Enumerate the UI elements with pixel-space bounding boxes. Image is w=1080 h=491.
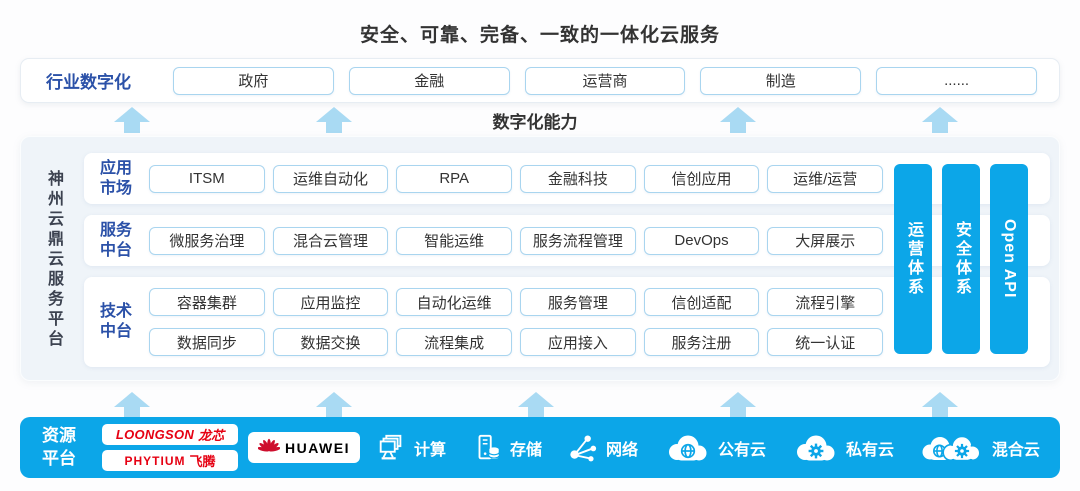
tech-platform-item: 服务注册 [643,328,760,356]
service-platform-item: 微服务治理 [149,226,265,255]
platform-panel: 神州云鼎云服务平台 应用市场 ITSM 运维自动化 RPA 金融科技 信创应用 … [20,136,1060,381]
tech-platform-item: 数据交换 [272,328,389,356]
tech-platform-item: 自动化运维 [396,288,513,316]
huawei-flower-icon [258,438,280,452]
huawei-wordmark: HUAWEI [285,439,350,456]
capability-label: 数字化能力 [492,113,578,132]
tech-platform-item: 统一认证 [767,328,884,356]
huawei-logo: HUAWEI [248,432,360,463]
hybrid-cloud-icon [922,435,981,461]
tech-platform-label: 技术中台 [99,303,132,340]
up-arrow-icon [922,392,958,418]
industry-label: 行业数字化 [46,73,131,92]
industry-item-finance: 金融 [348,66,510,95]
resource-item-label: 存储 [509,441,542,459]
service-platform-row: 服务中台 微服务治理 混合云管理 智能运维 服务流程管理 DevOps 大屏展示 [84,215,1050,266]
resource-item-private-cloud: 私有云 [792,432,894,464]
storage-icon [478,434,500,459]
private-cloud-icon [796,435,835,460]
industry-item-more: ...... [876,66,1037,95]
app-market-item: RPA [396,164,513,193]
tech-platform-item: 应用监控 [272,288,389,316]
pillar-open-api: Open API [990,164,1028,354]
app-market-row: 应用市场 ITSM 运维自动化 RPA 金融科技 信创应用 运维/运营 [84,153,1050,204]
industry-item-government: 政府 [173,66,334,95]
compute-icon [379,434,402,459]
phytium-cn: 飞腾 [189,454,216,469]
resource-label: 资源平台 [42,425,76,468]
pillar-security-system: 安全体系 [942,164,980,354]
service-platform-item: 智能运维 [396,226,513,255]
tech-platform-item: 服务管理 [520,288,636,316]
phytium-logo: PHYTIUM 飞腾 [102,450,238,471]
up-arrow-icon [720,392,756,418]
tech-platform-item: 容器集群 [149,288,265,316]
resource-item-hybrid-cloud: 混合云 [920,432,1040,464]
industry-item-operator: 运营商 [524,66,686,95]
service-platform-item: DevOps [643,226,760,255]
app-market-item: 金融科技 [520,164,636,193]
industry-item-manufacturing: 制造 [700,66,862,95]
resource-item-label: 公有云 [717,441,766,459]
resource-item-label: 计算 [414,441,447,459]
service-platform-label: 服务中台 [99,221,132,259]
tech-platform-item: 信创适配 [643,288,760,316]
up-arrow-icon [518,392,554,418]
app-market-item: 运维/运营 [767,164,884,193]
industry-strip: 行业数字化 政府 金融 运营商 制造 ...... [20,58,1060,103]
up-arrow-icon [720,107,756,133]
service-platform-item: 混合云管理 [272,226,389,255]
tech-platform-row: 技术中台 容器集群 应用监控 自动化运维 服务管理 信创适配 流程引擎 数据同步… [84,277,1050,367]
resource-item-network: 网络 [568,433,638,463]
up-arrow-icon [316,107,352,133]
tech-platform-item: 数据同步 [149,328,265,356]
resource-item-public-cloud: 公有云 [664,432,766,464]
loongson-wordmark: LOONGSON [115,427,195,442]
network-icon [570,434,597,461]
service-platform-item: 服务流程管理 [520,226,636,255]
app-market-label: 应用市场 [99,159,132,197]
pillar-operations-system: 运营体系 [894,164,932,354]
resource-item-compute: 计算 [376,433,446,463]
app-market-item: ITSM [149,164,265,193]
public-cloud-icon [668,435,707,460]
up-arrow-icon [114,107,150,133]
resource-item-label: 混合云 [991,441,1040,459]
up-arrow-icon [316,392,352,418]
app-market-item: 运维自动化 [272,164,389,193]
app-market-item: 信创应用 [643,164,760,193]
loongson-cn: 龙芯 [198,428,225,443]
phytium-wordmark: PHYTIUM [124,453,186,468]
tech-platform-item: 流程集成 [396,328,513,356]
tech-platform-item: 应用接入 [520,328,636,356]
up-arrow-icon [922,107,958,133]
tech-platform-item: 流程引擎 [767,288,884,316]
resource-item-label: 网络 [605,441,638,459]
cpu-vendors: LOONGSON 龙芯 PHYTIUM 飞腾 [102,424,238,471]
loongson-logo: LOONGSON 龙芯 [102,424,238,445]
resource-bar: 资源平台 LOONGSON 龙芯 PHYTIUM 飞腾 [20,417,1060,478]
resource-items: 计算 存储 [376,432,1040,464]
platform-side-label: 神州云鼎云服务平台 [45,169,62,350]
page-title: 安全、可靠、完备、一致的一体化云服务 [359,25,720,46]
resource-item-storage: 存储 [472,433,542,463]
up-arrow-icon [114,392,150,418]
service-platform-item: 大屏展示 [767,226,884,255]
resource-item-label: 私有云 [845,441,894,459]
